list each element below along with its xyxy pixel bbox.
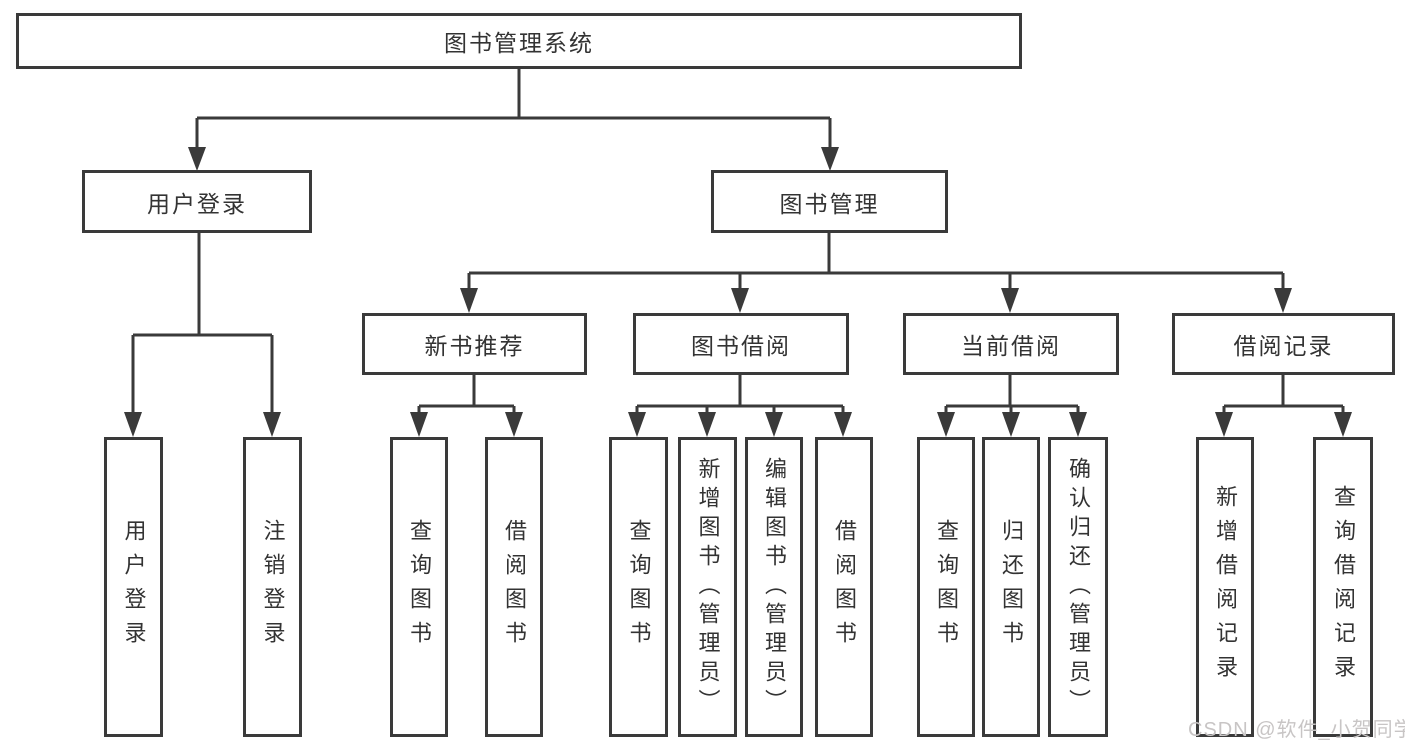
arrow-borrow-record [1274, 288, 1292, 313]
arrow-ul-logout [263, 412, 281, 437]
arrow-user-login [188, 147, 206, 171]
leaf-br-query-record: 查询借阅记录 [1313, 437, 1373, 737]
leaf-nbr-query-book-label: 查询图书 [407, 519, 432, 655]
leaf-bb-query-book: 查询图书 [609, 437, 668, 737]
arrow-cb-return-book [1002, 412, 1020, 437]
arrow-ul-user-login [124, 412, 142, 437]
arrow-current-borrow [1001, 288, 1019, 313]
leaf-logout-label: 注销登录 [260, 519, 286, 655]
leaf-nbr-borrow-book-label: 借阅图书 [502, 519, 527, 655]
leaf-cb-confirm-return-label: 确认归还（管理员） [1066, 456, 1091, 718]
watermark: CSDN @软件_小贺同学 [1188, 719, 1405, 741]
node-book-mgmt: 图书管理 [711, 170, 948, 233]
leaf-br-add-record-label: 新增借阅记录 [1213, 485, 1238, 689]
arrow-nbr-borrow-book [505, 412, 523, 437]
connector-book-borrow [635, 375, 845, 412]
connector-borrow-record [1222, 375, 1345, 412]
connector-root [195, 69, 832, 147]
arrow-bb-borrow-book [834, 412, 852, 437]
leaf-user-login: 用户登录 [104, 437, 163, 737]
node-root: 图书管理系统 [16, 13, 1022, 69]
arrow-cb-confirm-return [1069, 412, 1087, 437]
node-user-login: 用户登录 [82, 170, 312, 233]
leaf-user-login-label: 用户登录 [121, 519, 147, 655]
arrow-bb-edit-book [765, 412, 783, 437]
arrow-br-query-record [1334, 412, 1352, 437]
leaf-bb-query-book-label: 查询图书 [626, 519, 652, 655]
leaf-bb-borrow-book-label: 借阅图书 [832, 519, 857, 655]
leaf-cb-return-book: 归还图书 [982, 437, 1040, 737]
arrow-nbr-query-book [410, 412, 428, 437]
leaf-logout: 注销登录 [243, 437, 302, 737]
arrow-br-add-record [1215, 412, 1233, 437]
leaf-bb-borrow-book: 借阅图书 [815, 437, 873, 737]
node-borrow-record: 借阅记录 [1172, 313, 1395, 375]
connector-book-mgmt [467, 233, 1285, 288]
leaf-bb-add-book-label: 新增图书（管理员） [695, 456, 721, 718]
node-book-borrow: 图书借阅 [633, 313, 849, 375]
leaf-br-query-record-label: 查询借阅记录 [1331, 485, 1356, 689]
leaf-cb-return-book-label: 归还图书 [999, 519, 1024, 655]
leaf-bb-add-book: 新增图书（管理员） [678, 437, 737, 737]
arrow-bb-query-book [628, 412, 646, 437]
leaf-cb-query-book-label: 查询图书 [934, 519, 959, 655]
arrow-bb-add-book [698, 412, 716, 437]
leaf-cb-confirm-return: 确认归还（管理员） [1048, 437, 1108, 737]
node-current-borrow: 当前借阅 [903, 313, 1119, 375]
arrow-book-mgmt [821, 147, 839, 171]
leaf-nbr-query-book: 查询图书 [390, 437, 448, 737]
leaf-nbr-borrow-book: 借阅图书 [485, 437, 543, 737]
arrow-book-borrow [731, 288, 749, 313]
connector-user-login [131, 233, 274, 412]
arrow-new-book-rec [460, 288, 478, 313]
connector-new-book-rec [417, 375, 516, 412]
connector-current-borrow [944, 375, 1080, 412]
node-new-book-rec: 新书推荐 [362, 313, 587, 375]
leaf-cb-query-book: 查询图书 [917, 437, 975, 737]
arrow-cb-query-book [937, 412, 955, 437]
leaf-bb-edit-book: 编辑图书（管理员） [745, 437, 803, 737]
leaf-bb-edit-book-label: 编辑图书（管理员） [762, 456, 787, 718]
leaf-br-add-record: 新增借阅记录 [1196, 437, 1254, 737]
